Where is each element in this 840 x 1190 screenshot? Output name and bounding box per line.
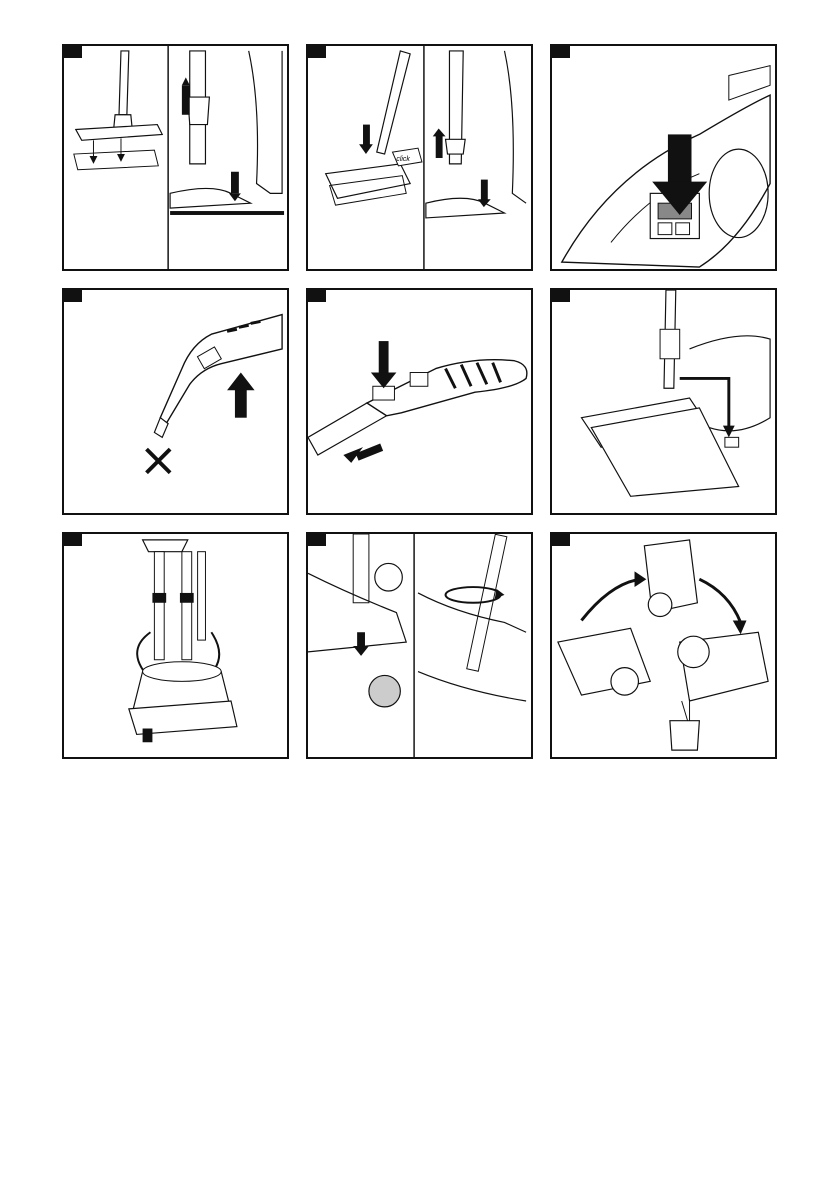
illustration-mop-parking <box>552 290 775 513</box>
illustration-mop-click: click <box>308 46 531 269</box>
panel-number-badge <box>308 46 326 58</box>
panel-number-badge <box>308 290 326 302</box>
panel-8-cap-unscrew <box>306 532 533 759</box>
no-steam-icon <box>147 449 171 473</box>
illustration-tank-emptying <box>552 534 775 757</box>
panel-7-storage-upright <box>62 532 289 759</box>
panel-number-badge <box>552 290 570 302</box>
panel-2-mop-click-in: click <box>306 44 533 271</box>
illustration-storage <box>64 534 287 757</box>
panel-1-mop-cloth-attach <box>62 44 289 271</box>
illustration-handle-release <box>308 290 531 513</box>
panel-number-badge <box>552 534 570 546</box>
panel-5-handle-release <box>306 288 533 515</box>
panel-number-badge <box>308 534 326 546</box>
illustration-handle-steam <box>64 290 287 513</box>
panel-4-handle-steam-trigger <box>62 288 289 515</box>
panel-number-badge <box>552 46 570 58</box>
panel-3-press-button <box>550 44 777 271</box>
illustration-press-button <box>552 46 775 269</box>
illustration-cap <box>308 534 531 757</box>
panel-number-badge <box>64 46 82 58</box>
panel-number-badge <box>64 534 82 546</box>
panel-9-tank-emptying <box>550 532 777 759</box>
illustration-mop-cloth <box>64 46 287 269</box>
click-label: click <box>396 156 410 163</box>
panel-6-mop-parking <box>550 288 777 515</box>
panel-number-badge <box>64 290 82 302</box>
